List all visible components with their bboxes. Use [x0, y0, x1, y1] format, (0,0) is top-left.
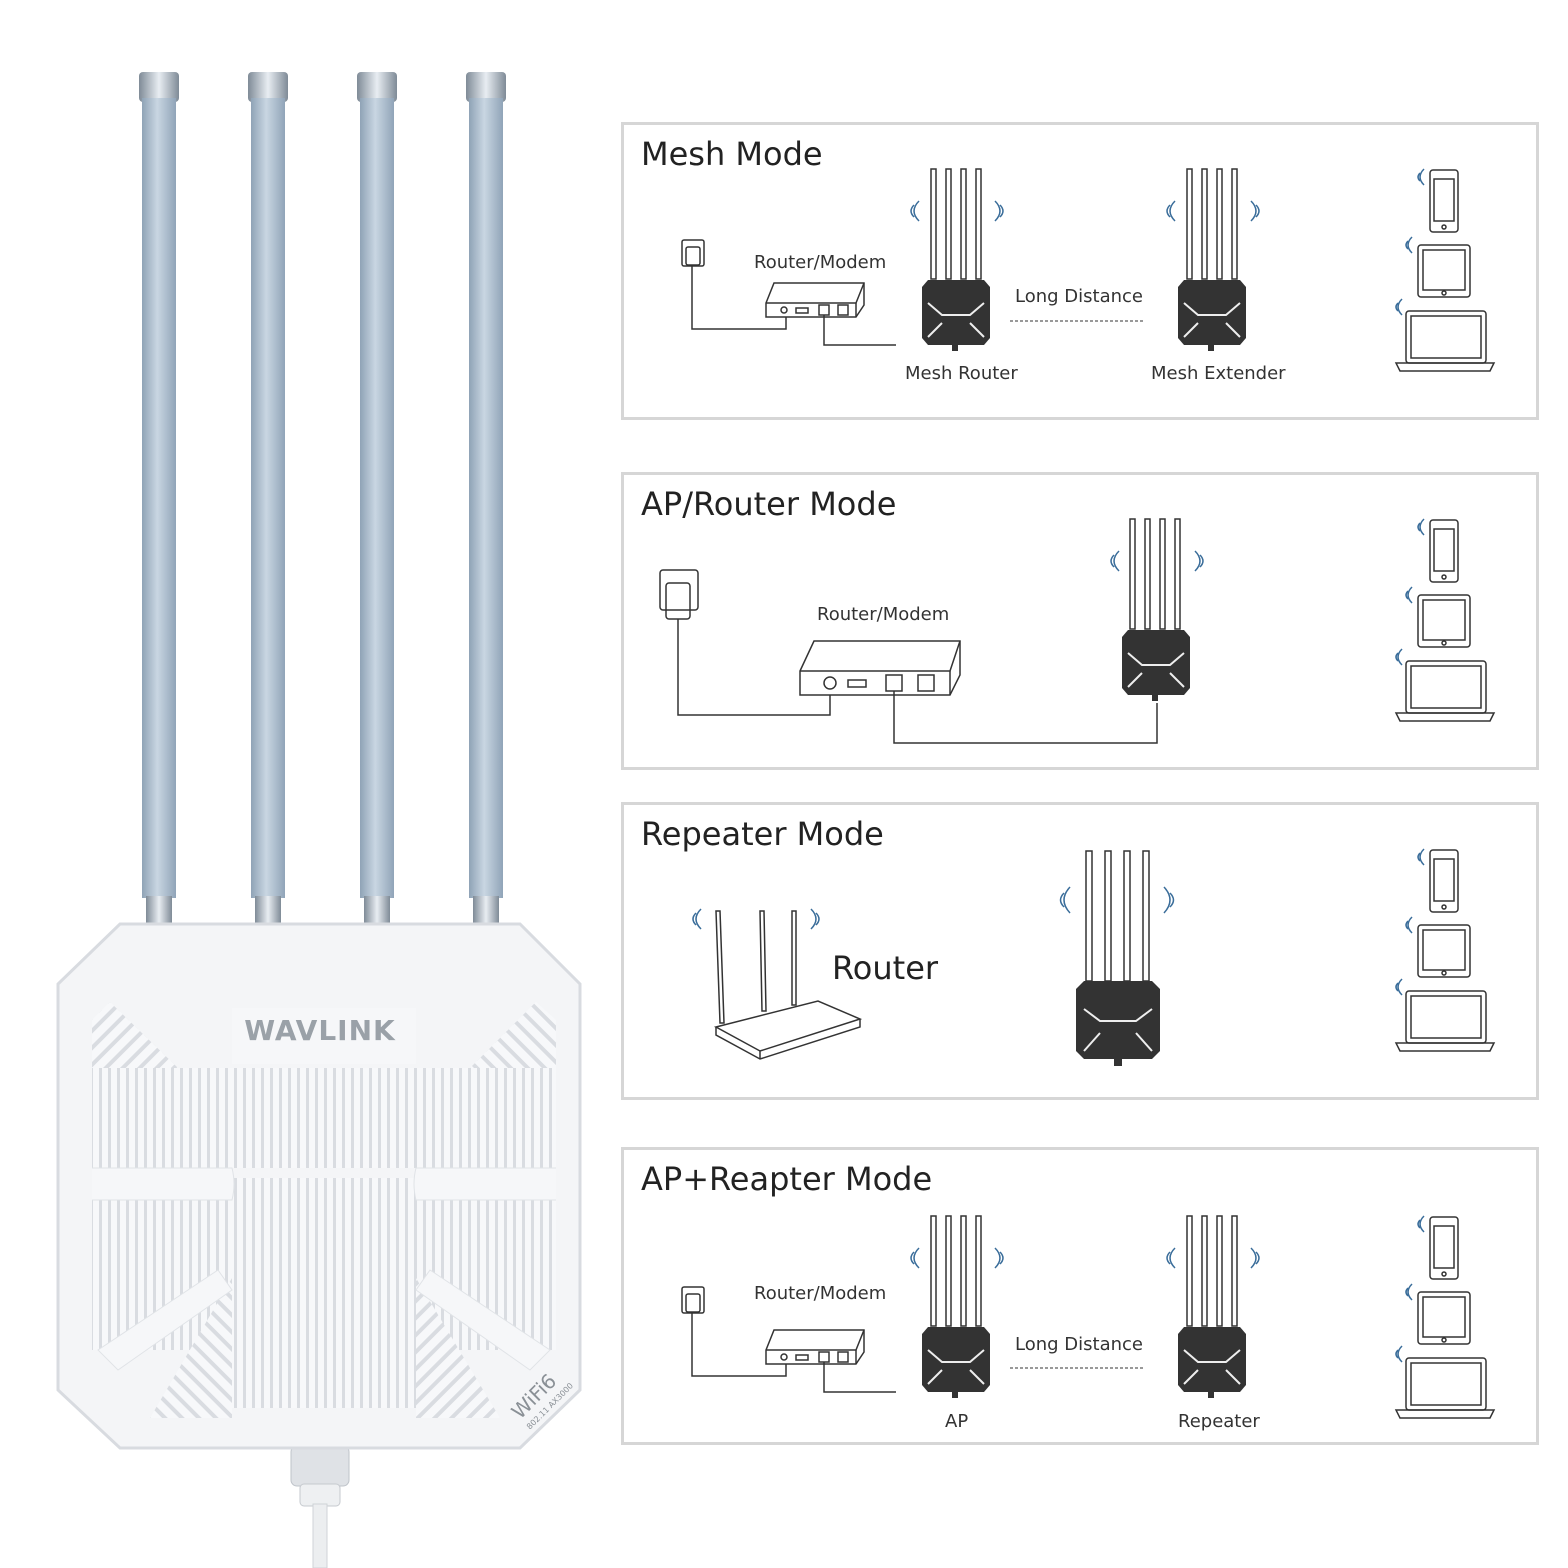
wifi-signal-icon: [1166, 1247, 1260, 1269]
ap-unit-icon: [922, 1215, 990, 1398]
tablet-icon: [1405, 1283, 1471, 1345]
label-router-modem: Router/Modem: [754, 1283, 887, 1304]
wifi-signal-icon: [910, 200, 1004, 222]
label-router-modem: Router/Modem: [754, 252, 887, 273]
router-modem-icon: [765, 1329, 896, 1393]
panel-title: Mesh Mode: [641, 135, 823, 173]
panel-mesh-mode: Mesh Mode: [621, 122, 1539, 420]
router-icon: [713, 910, 863, 1060]
panel-title: Repeater Mode: [641, 815, 884, 853]
power-cable: [290, 1445, 350, 1568]
wifi-signal-icon: [1110, 550, 1204, 572]
wifi-signal-icon: [1166, 200, 1260, 222]
antenna-1: [139, 72, 179, 926]
tablet-icon: [1405, 236, 1471, 298]
wifi-signal-icon: [692, 908, 820, 930]
phone-icon: [1417, 168, 1459, 233]
tablet-icon: [1405, 586, 1471, 648]
device-illustration: WAVLINK WiFi6 802.11 AX3000: [56, 72, 582, 1568]
phone-icon: [1417, 1215, 1459, 1280]
mesh-router-icon: [922, 168, 990, 351]
phone-icon: [1417, 848, 1459, 913]
device-body: [56, 922, 582, 1450]
repeater-diagram: [692, 848, 1496, 1066]
mesh-extender-icon: [1178, 168, 1246, 351]
label-repeater: Repeater: [1178, 1411, 1260, 1432]
laptop-icon: [1394, 1345, 1496, 1419]
phone-icon: [1417, 518, 1459, 583]
panel-ap-router-mode: AP/Router Mode: [621, 472, 1539, 770]
label-mesh-extender: Mesh Extender: [1151, 363, 1286, 384]
mesh-diagram: [681, 168, 1496, 372]
tablet-icon: [1405, 916, 1471, 978]
laptop-icon: [1394, 978, 1496, 1052]
antenna-3: [357, 72, 397, 926]
wall-outlet-icon: [681, 1286, 787, 1377]
device-brand-logo: WAVLINK: [244, 1014, 396, 1047]
wifi-signal-icon: [910, 1247, 1004, 1269]
label-mesh-router: Mesh Router: [905, 363, 1018, 384]
router-modem-icon: [765, 282, 896, 346]
panel-title: AP/Router Mode: [641, 485, 897, 523]
antenna-4: [466, 72, 506, 926]
wall-outlet-icon: [659, 569, 831, 716]
panel-title: AP+Reapter Mode: [641, 1160, 933, 1198]
label-ap: AP: [945, 1411, 969, 1432]
antenna-2: [248, 72, 288, 926]
label-long-distance: Long Distance: [1015, 286, 1143, 307]
ap-router-diagram: [659, 518, 1496, 744]
laptop-icon: [1394, 298, 1496, 372]
router-modem-icon: [799, 640, 1158, 744]
panel-ap-repeater-mode: AP+Reapter Mode: [621, 1147, 1539, 1445]
label-router: Router: [832, 949, 939, 987]
ap-repeater-diagram: [681, 1215, 1496, 1419]
wall-outlet-icon: [681, 239, 787, 330]
laptop-icon: [1394, 648, 1496, 722]
repeater-unit-icon: [1178, 1215, 1246, 1398]
ap-unit-icon: [1122, 518, 1190, 701]
wifi-signal-icon: [1059, 886, 1175, 914]
panel-repeater-mode: Repeater Mode: [621, 802, 1539, 1100]
label-router-modem: Router/Modem: [817, 604, 950, 625]
label-long-distance: Long Distance: [1015, 1334, 1143, 1355]
repeater-unit-icon: [1076, 850, 1160, 1066]
